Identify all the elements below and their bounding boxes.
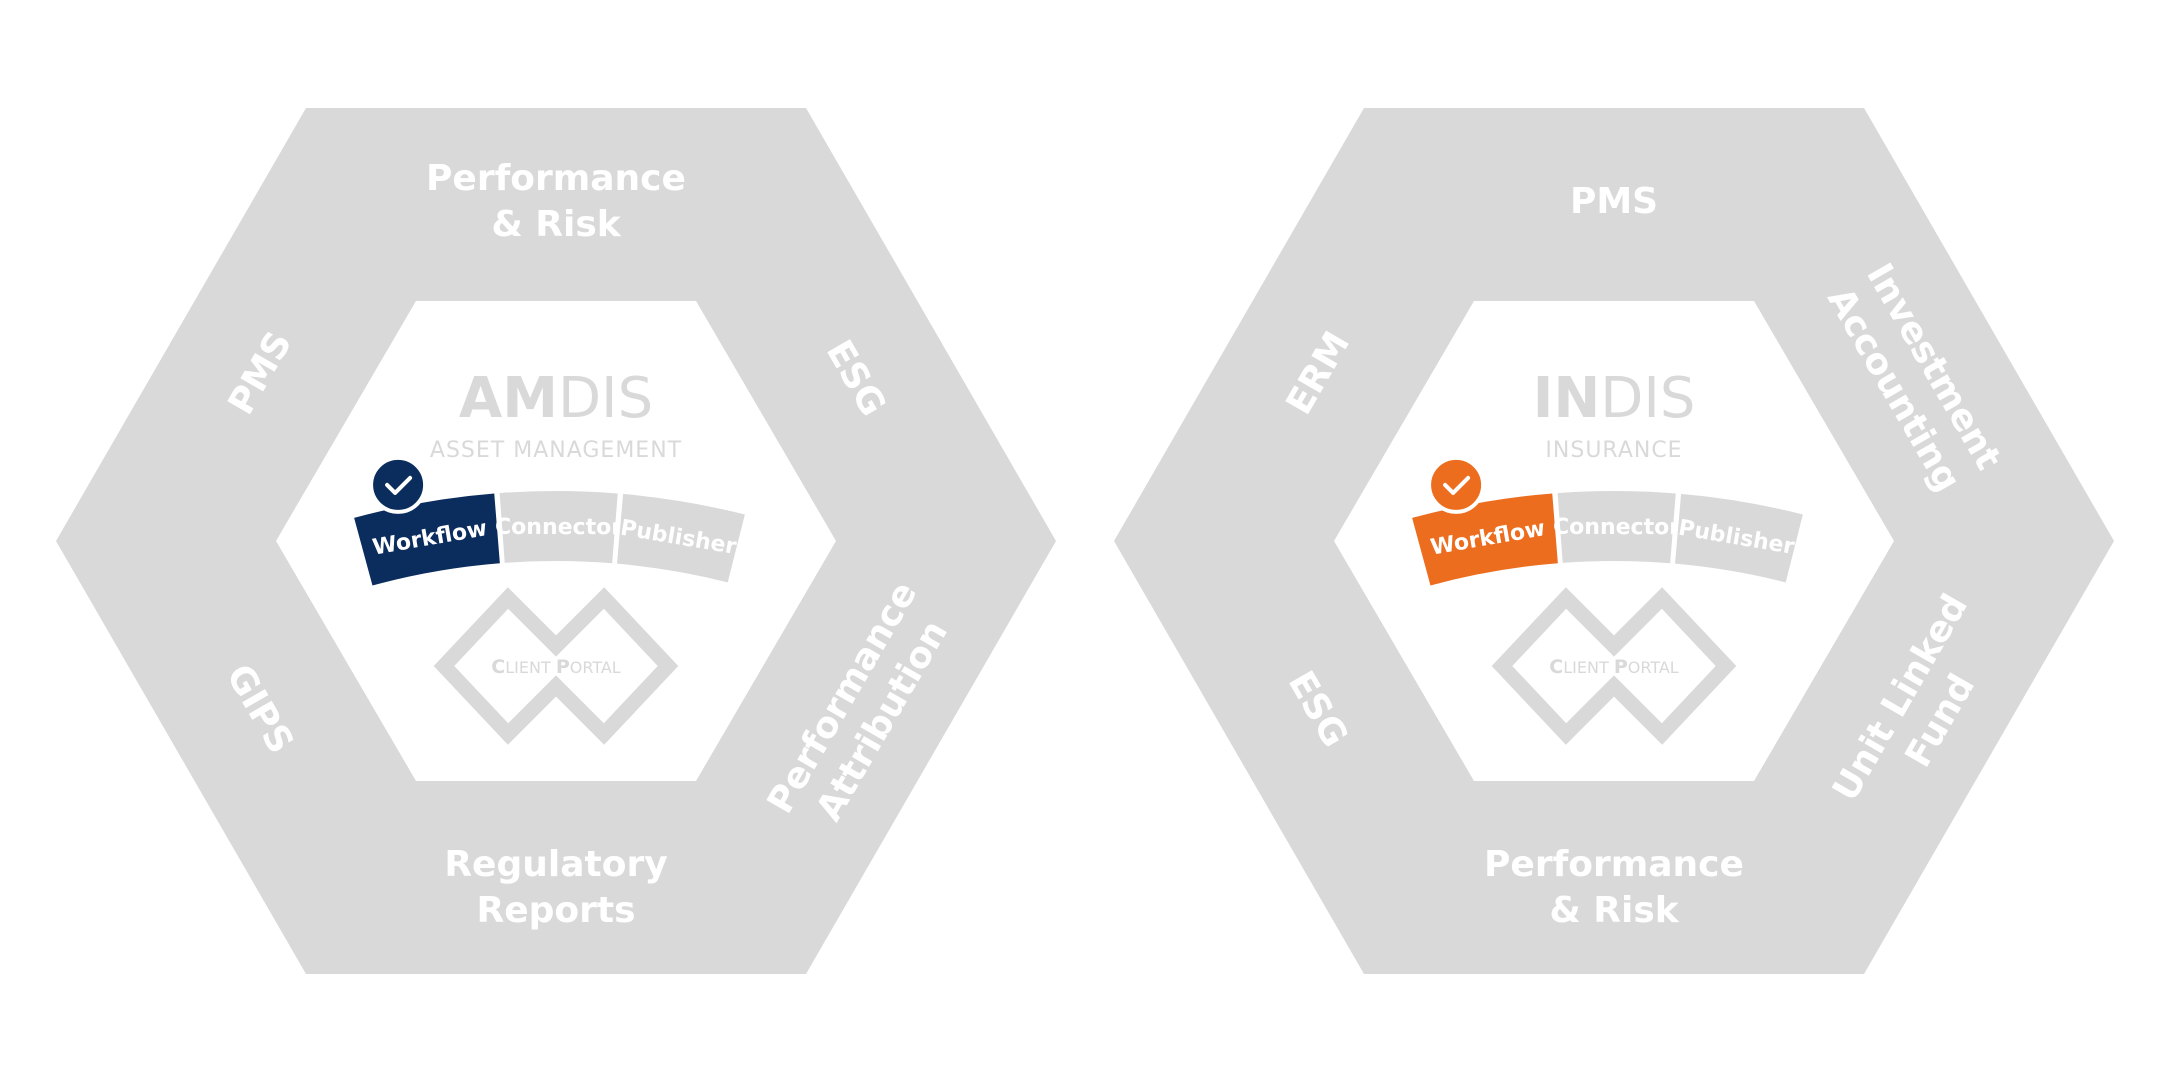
client-portal-logo: CLIENT PORTAL [1491, 587, 1737, 745]
portal-mark [1491, 587, 1737, 745]
segment-bottom[interactable]: Performance & Risk [1484, 844, 1744, 931]
tab-publisher-shape [617, 493, 745, 583]
tab-connector-shape [1557, 491, 1676, 564]
segment-label: & Risk [491, 204, 621, 245]
tab-connector[interactable]: Connector [1553, 491, 1680, 564]
segment-label: Reports [476, 890, 635, 931]
tab-connector-shape [499, 491, 618, 564]
segment-top[interactable]: PMS [1570, 181, 1658, 222]
portal-text: CLIENT PORTAL [1549, 656, 1678, 678]
brand-subtitle: INSURANCE [1545, 438, 1682, 463]
check-icon [385, 475, 413, 495]
tab-connector-label: Connector [495, 515, 622, 540]
brand-logo: INDIS [1533, 366, 1696, 431]
tab-workflow-shape [354, 493, 500, 586]
tab-publisher[interactable]: Publisher [617, 493, 745, 583]
brand-logo: AMDIS [459, 366, 653, 431]
tab-publisher-shape [1675, 493, 1803, 583]
segment-top[interactable]: Performance & Risk [426, 158, 686, 245]
segment-label: Performance [1484, 844, 1744, 885]
brand-subtitle: ASSET MANAGEMENT [430, 438, 682, 463]
portal-mark [433, 587, 679, 745]
tab-connector[interactable]: Connector [495, 491, 622, 564]
check-badge [1427, 455, 1486, 514]
tab-workflow[interactable]: Workflow [354, 493, 500, 586]
tab-workflow[interactable]: Workflow [1412, 493, 1558, 586]
segment-label: Performance [426, 158, 686, 199]
brand-light: DIS [558, 366, 653, 431]
segment-label: & Risk [1549, 890, 1679, 931]
amdis-diagram: Performance& RiskESGPerformanceAttributi… [56, 108, 1056, 974]
check-badge [369, 455, 428, 514]
brand-light: DIS [1600, 366, 1695, 431]
brand-bold: AM [459, 366, 558, 431]
tab-publisher[interactable]: Publisher [1675, 493, 1803, 583]
check-icon [1443, 475, 1471, 495]
segment-label: Regulatory [444, 844, 667, 885]
portal-text: CLIENT PORTAL [491, 656, 620, 678]
brand-bold: IN [1533, 366, 1601, 431]
client-portal-logo: CLIENT PORTAL [433, 587, 679, 745]
tab-workflow-shape [1412, 493, 1558, 586]
segment-label: PMS [1570, 181, 1658, 222]
tab-connector-label: Connector [1553, 515, 1680, 540]
